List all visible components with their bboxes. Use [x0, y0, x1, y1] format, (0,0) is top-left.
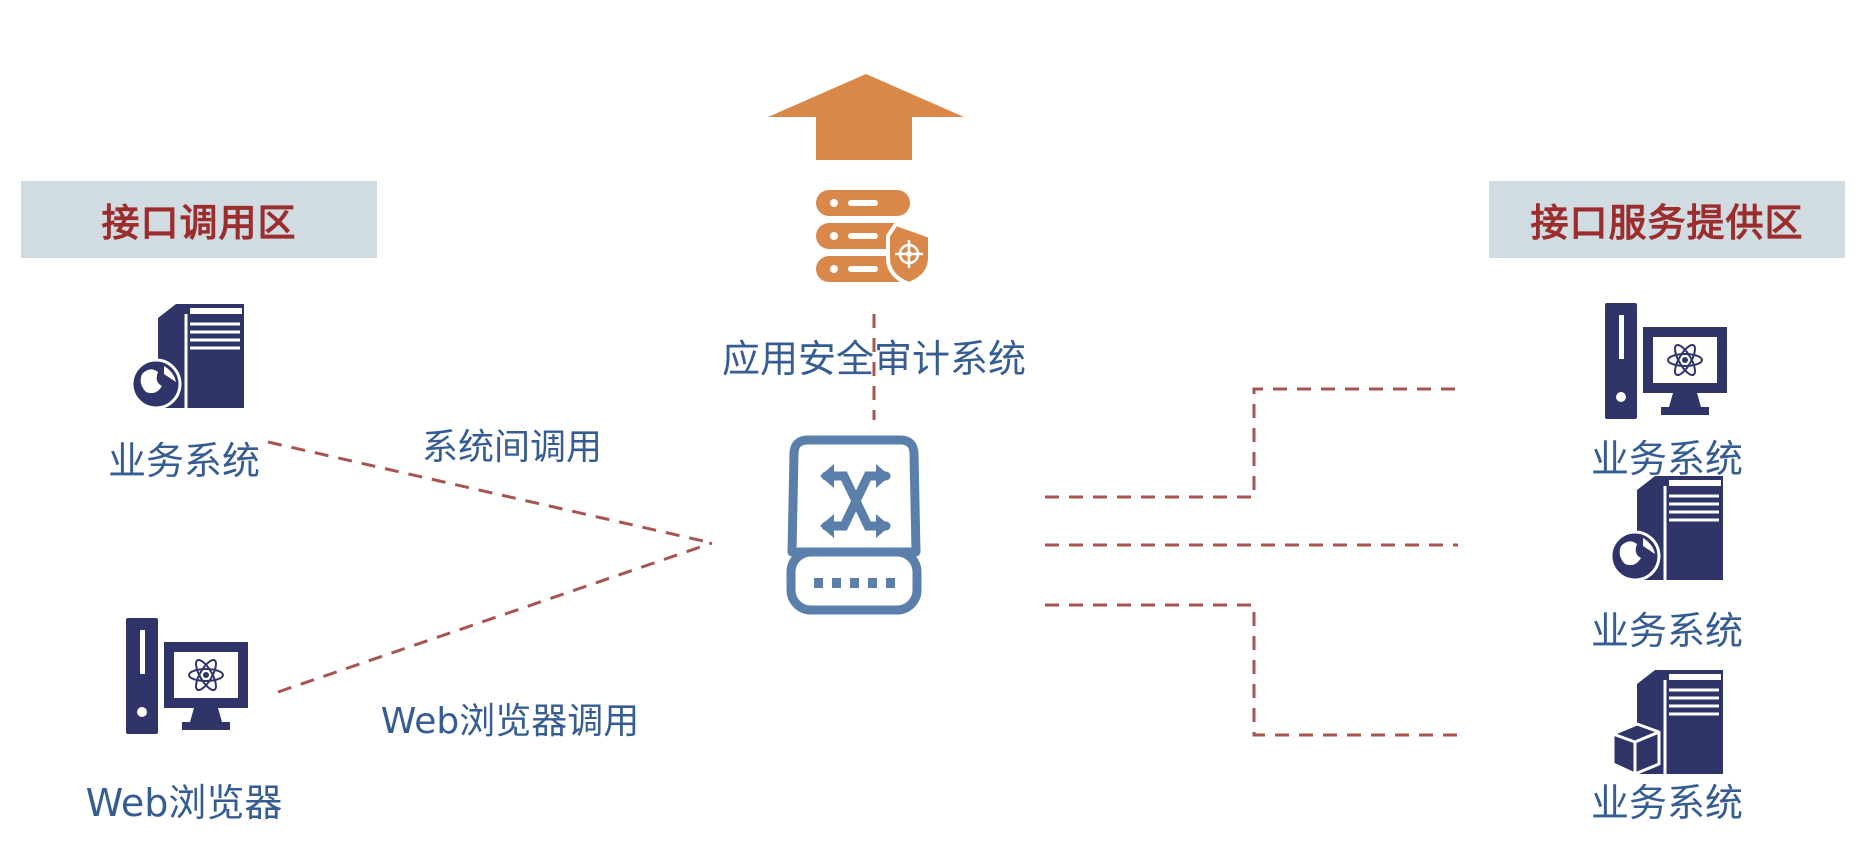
web-browser-desktop-icon	[126, 618, 248, 734]
switch-to-server3-line	[1045, 603, 1458, 737]
business-system-label: 业务系统	[107, 439, 261, 483]
switch-icon	[786, 435, 922, 615]
audit-server-icon	[816, 190, 932, 284]
provider-business-label-1: 业务系统	[1590, 437, 1744, 481]
provider-server-globe-icon	[1611, 476, 1723, 580]
upload-arrow-icon	[768, 74, 964, 160]
system-call-label: 系统间调用	[421, 427, 603, 468]
browser-call-label: Web浏览器调用	[380, 701, 640, 742]
web-browser-label: Web浏览器	[85, 781, 283, 825]
provider-business-label-2: 业务系统	[1590, 609, 1744, 653]
zone-header-provider: 接口服务提供区	[1489, 181, 1845, 258]
switch-to-server1-line	[1045, 387, 1458, 499]
provider-server-box-icon	[1611, 670, 1723, 774]
provider-business-label-3: 业务系统	[1590, 781, 1744, 825]
business-system-server-icon	[132, 304, 244, 408]
browser-call-line	[277, 541, 713, 694]
audit-system-label: 应用安全审计系统	[721, 337, 1027, 381]
system-call-line	[267, 440, 713, 545]
zone-header-caller: 接口调用区	[21, 181, 377, 258]
provider-desktop-icon	[1605, 303, 1727, 419]
